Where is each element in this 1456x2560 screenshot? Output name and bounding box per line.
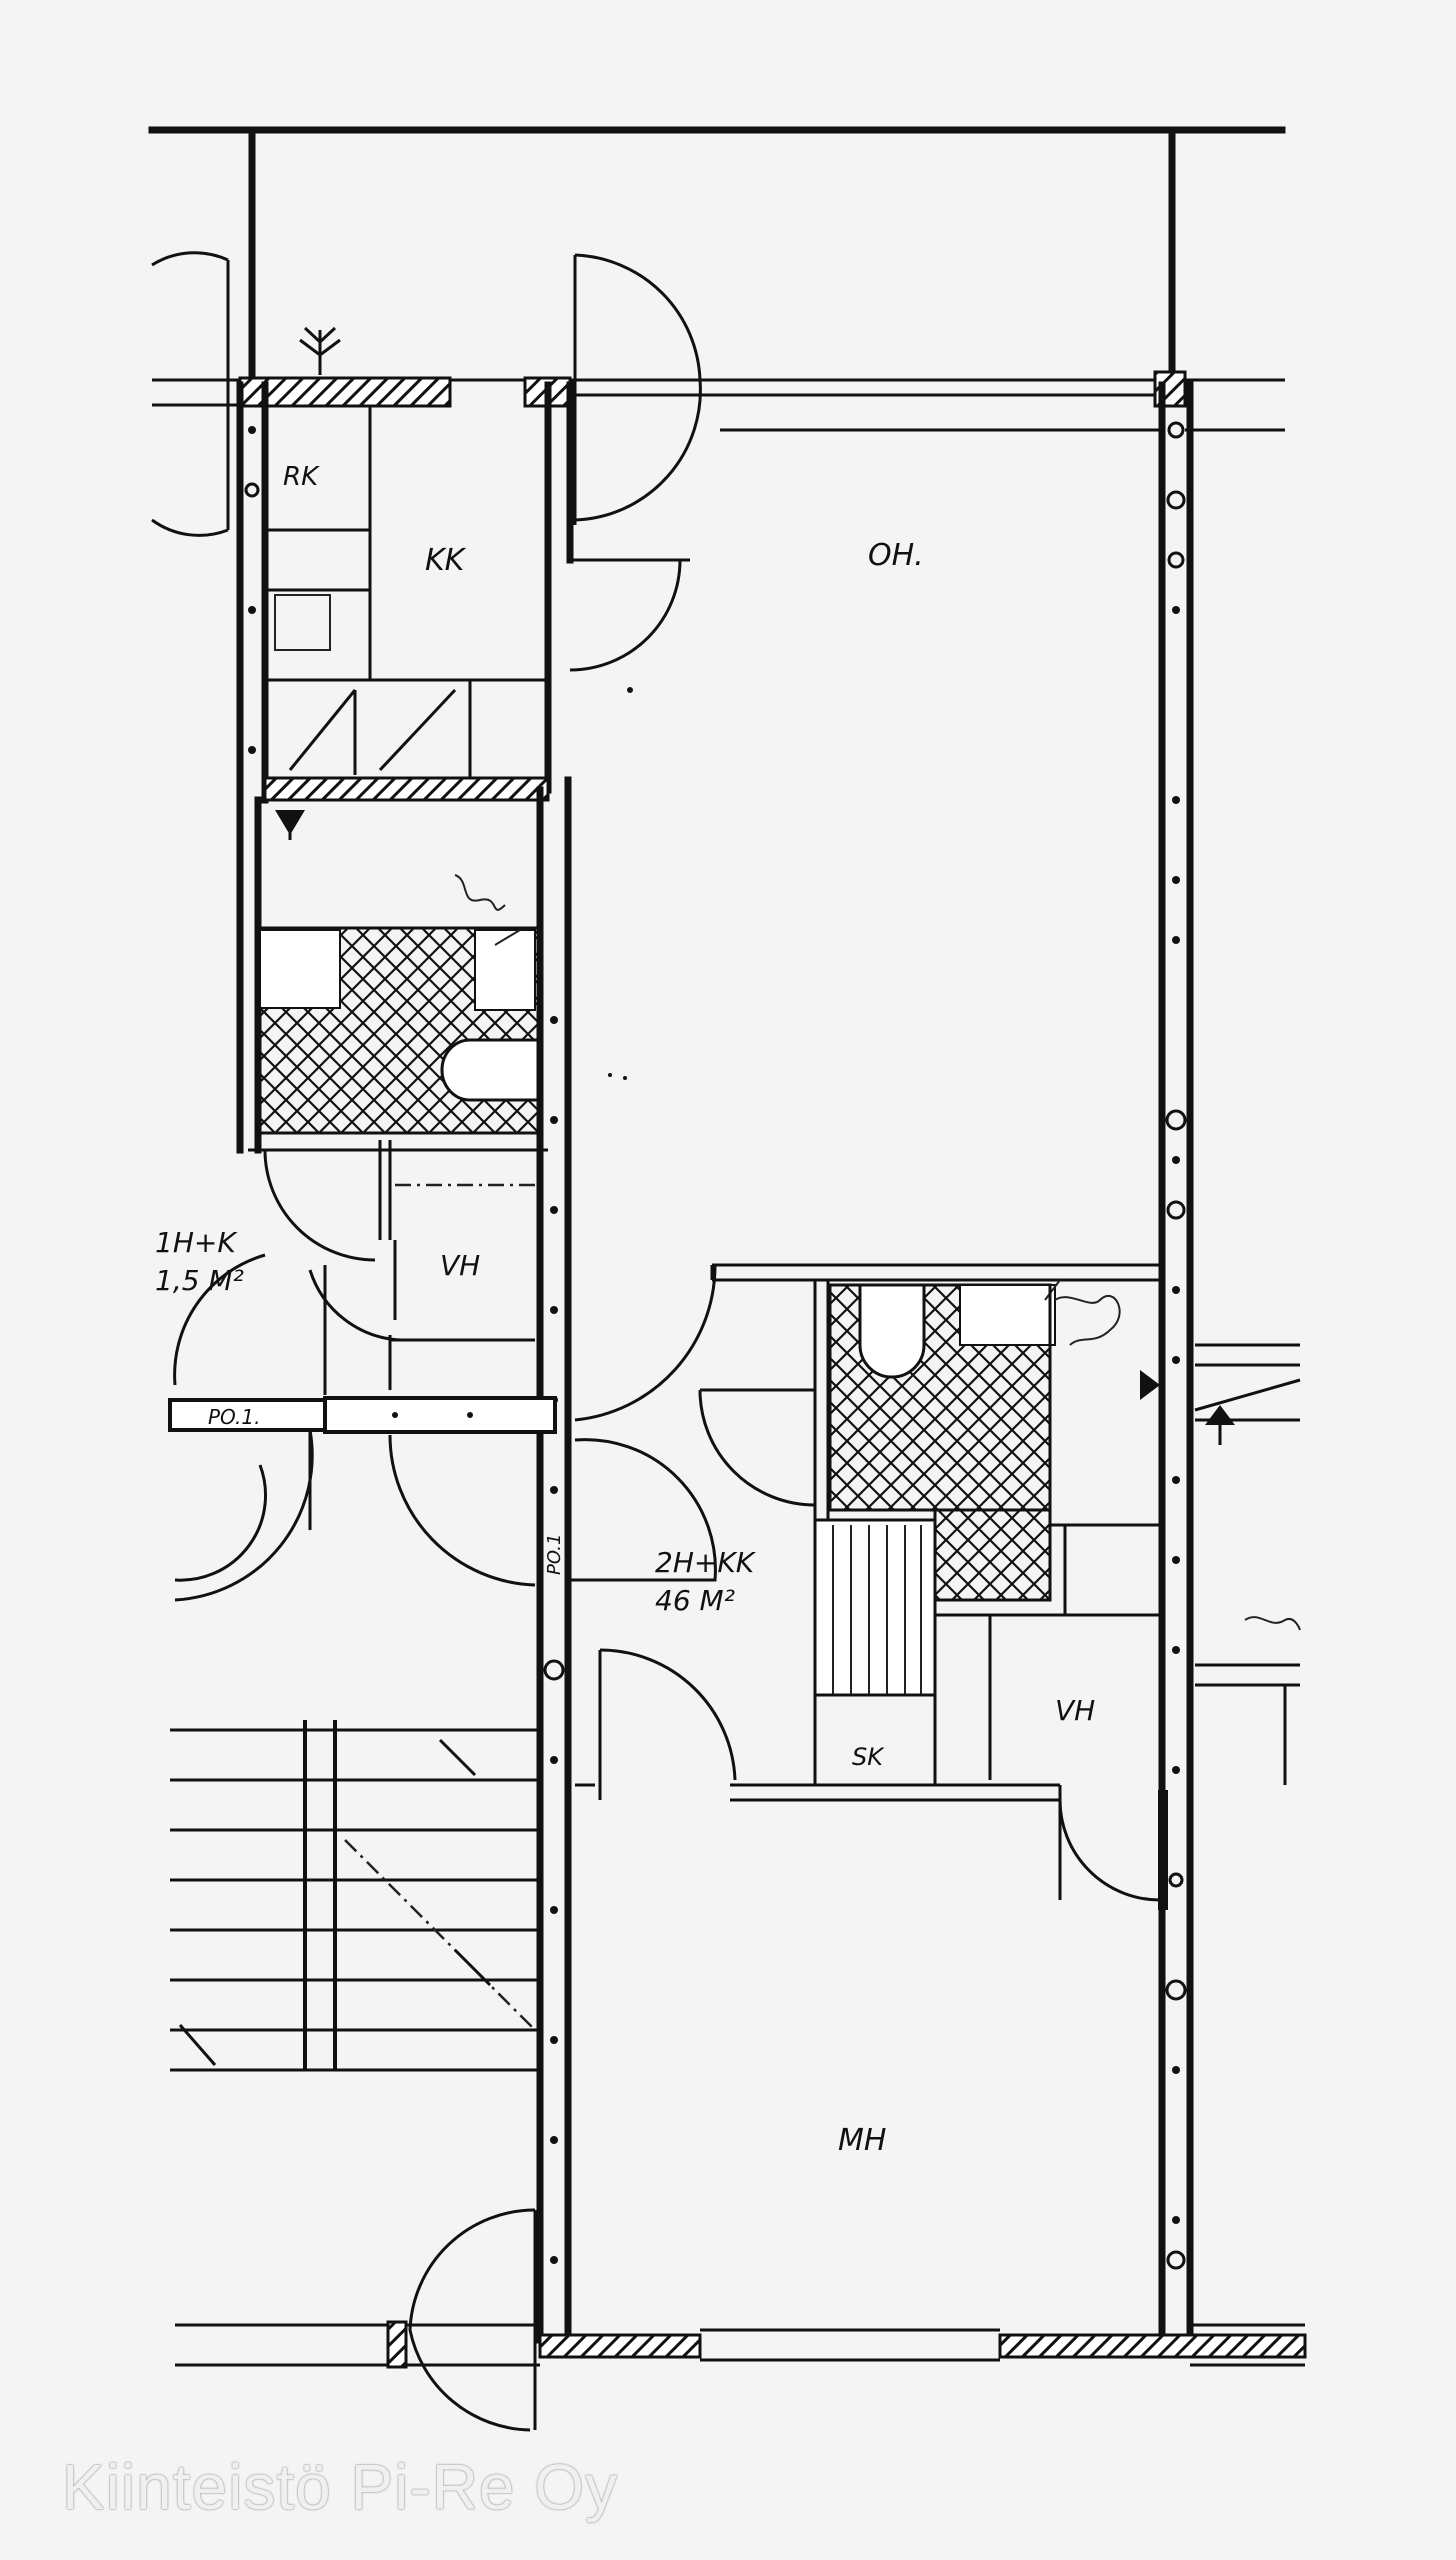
vent-symbol-icon: [299, 326, 341, 375]
kitchen-walls: [263, 381, 690, 802]
apt-main-type: 2H+KK: [655, 1546, 757, 1579]
room-label-sk: SK: [852, 1743, 885, 1771]
corridor-wall-horizontal: [168, 1396, 557, 1434]
room-label-rk: RK: [283, 462, 320, 492]
room-label-vh-right: VH: [1055, 1694, 1095, 1727]
right-neighbor-fragments: [1140, 1343, 1301, 1785]
room-label-kk: KK: [425, 543, 467, 578]
entrance-door-top: [573, 253, 702, 525]
bathroom-left: [248, 796, 548, 1154]
corridor-door-arc-left: [388, 1434, 536, 1587]
left-outer-wall: [236, 381, 269, 1154]
left-vh-zone: [173, 1140, 538, 1602]
apt-left-type: 1H+K: [155, 1226, 238, 1259]
mh-top-wall: [575, 1648, 1161, 1902]
apt-main-area: 46 M²: [655, 1584, 735, 1617]
room-label-vh-left: VH: [440, 1249, 480, 1282]
stairwell: [170, 1720, 538, 2072]
entrance-door-bottom: [408, 2208, 537, 2432]
sauna-benches: [813, 1518, 937, 1787]
bathroom-right-walls: [698, 1263, 1165, 1785]
door-arc-left-upper: [151, 251, 230, 537]
bottom-wall: [175, 2320, 1307, 2369]
room-label-oh: OH.: [868, 538, 924, 573]
po-marker-vertical: PO.1: [544, 1534, 565, 1575]
apt-left-area: 1,5 M²: [155, 1264, 244, 1297]
upper-wall-band: [152, 370, 1285, 432]
corridor-door-arc-right: [565, 1438, 717, 1582]
po-marker-horizontal: PO.1.: [208, 1405, 260, 1429]
right-outer-wall: [1158, 381, 1194, 2334]
room-label-mh: MH: [838, 2123, 886, 2158]
oh-door-arc: [574, 1264, 717, 1422]
central-wall: [536, 776, 572, 2344]
watermark-text: Kiinteistö Pi-Re Oy: [62, 2451, 619, 2523]
